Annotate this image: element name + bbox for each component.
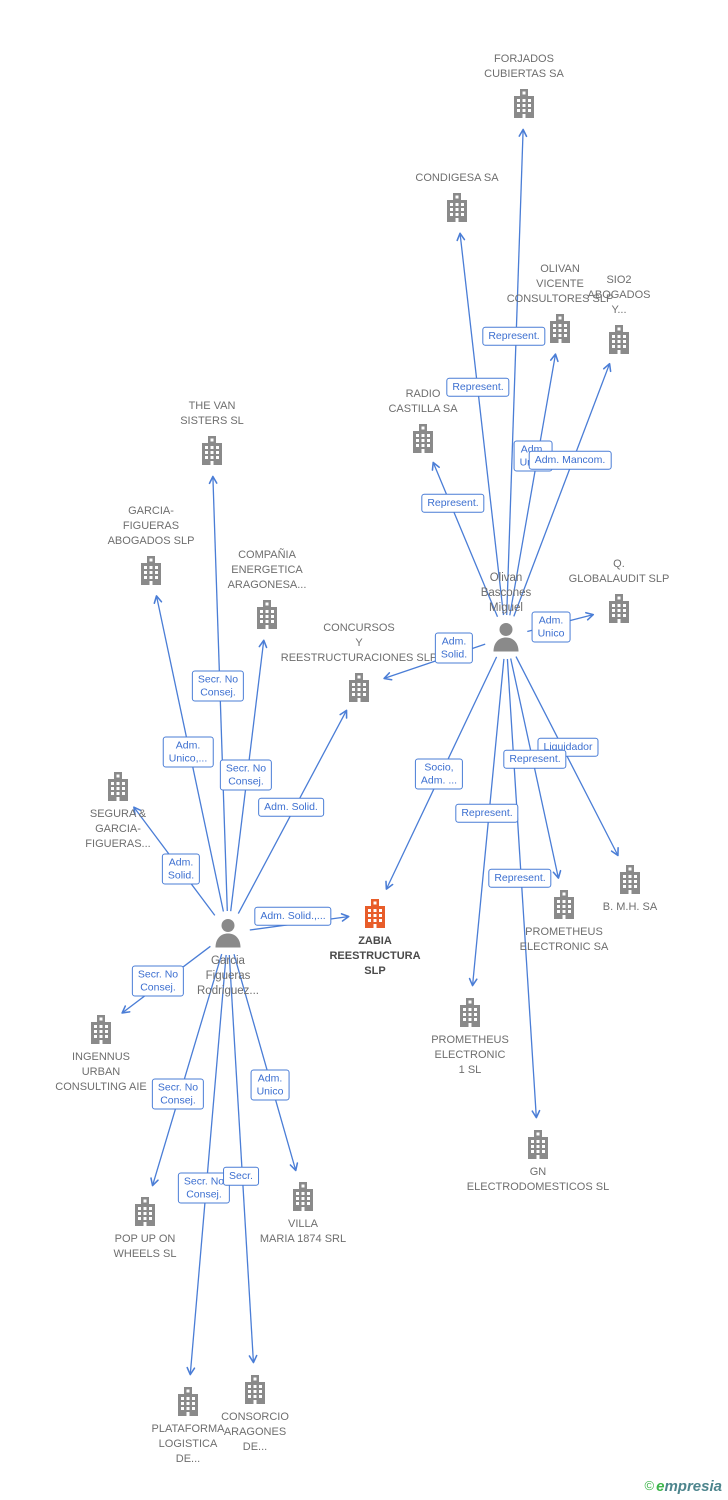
relationship-label: Adm. Solid.: [161, 853, 201, 885]
building-icon: [242, 1374, 268, 1404]
person-icon: [215, 918, 241, 948]
relationship-label: Adm. Mancom.: [528, 450, 612, 470]
person-icon: [493, 622, 519, 652]
node-label: Q. GLOBALAUDIT SLP: [568, 558, 670, 585]
relationship-arrow-olivan-bascones-miguel-to-radio-castilla-sa: [431, 461, 499, 617]
relationship-arrow-olivan-bascones-miguel-to-gn-electrodomesticos-sl: [506, 658, 541, 1119]
relationship-label: Adm. Solid.: [258, 797, 324, 817]
relationship-arrow-olivan-bascones-miguel-to-condigesa-sa: [456, 232, 505, 616]
node-label: PROMETHEUS ELECTRONIC SA: [519, 926, 609, 953]
node-label: SEGURA & GARCIA- FIGUERAS...: [85, 808, 151, 850]
building-icon: [88, 1014, 114, 1044]
relationship-label: Represent.: [488, 868, 552, 888]
node-label: SIO2 ABOGADOS Y...: [587, 274, 651, 316]
relationship-label: Represent.: [503, 749, 567, 769]
node-label: Garcia Figueras Rodriguez...: [196, 955, 260, 997]
node-label: POP UP ON WHEELS SL: [113, 1233, 177, 1260]
building-icon: [346, 672, 372, 702]
relationship-arrow-garcia-figueras-rodriguez-to-pop-up-on-wheels-sl: [150, 953, 223, 1187]
building-icon: [617, 864, 643, 894]
relationship-label: Represent.: [482, 326, 546, 346]
node-label: OLIVAN VICENTE CONSULTORES SLP: [506, 263, 614, 305]
relationship-label: Secr. No Consej.: [131, 965, 185, 997]
relationship-arrow-olivan-bascones-miguel-to-forjados-cubiertas-sa: [506, 128, 528, 616]
node-label: Olivan Bascones Miguel: [480, 572, 532, 614]
relationship-arrow-garcia-figueras-rodriguez-to-plataforma-logistica-de: [186, 954, 227, 1376]
building-icon: [444, 192, 470, 222]
node-label: THE VAN SISTERS SL: [180, 400, 244, 427]
building-icon: [199, 435, 225, 465]
relationship-label: Secr.: [223, 1166, 259, 1186]
node-label: COMPAÑIA ENERGETICA ARAGONESA...: [227, 549, 307, 591]
relationship-label: Secr. No Consej.: [177, 1172, 231, 1204]
building-icon: [138, 555, 164, 585]
building-icon: [410, 423, 436, 453]
node-label: B. M.H. SA: [602, 901, 658, 913]
relationship-label: Adm. Unico: [531, 611, 571, 643]
relationship-label: Adm. Unico: [250, 1069, 290, 1101]
relationship-arrow-olivan-bascones-miguel-to-olivan-vicente-consultores-slp: [509, 353, 559, 616]
relationship-arrow-olivan-bascones-miguel-to-sio2-abogados-y: [513, 362, 612, 617]
relationship-label: Adm. Solid.: [434, 632, 474, 664]
relationship-label: Secr. No Consej.: [151, 1078, 205, 1110]
node-label: VILLA MARIA 1874 SRL: [259, 1218, 347, 1245]
building-icon: [175, 1386, 201, 1416]
building-icon: [290, 1181, 316, 1211]
node-label: INGENNUS URBAN CONSULTING AIE: [55, 1051, 147, 1093]
node-label: FORJADOS CUBIERTAS SA: [484, 53, 564, 80]
building-icon: [254, 599, 280, 629]
relationship-arrow-garcia-figueras-rodriguez-to-villa-maria-1874-srl: [233, 954, 299, 1172]
node-label: PLATAFORMA LOGISTICA DE...: [151, 1423, 225, 1465]
brand-name: empresia: [656, 1478, 722, 1495]
relationship-label: Secr. No Consej.: [191, 670, 245, 702]
relationship-arrow-garcia-figueras-rodriguez-to-consorcio-aragones-de: [228, 954, 258, 1364]
empresia-logo[interactable]: ©empresia: [645, 1478, 722, 1495]
node-label: RADIO CASTILLA SA: [388, 388, 458, 415]
building-icon: [132, 1196, 158, 1226]
node-label: CONCURSOS Y REESTRUCTURACIONES SLP: [280, 622, 438, 664]
building-icon: [105, 771, 131, 801]
relationship-label: Represent.: [421, 493, 485, 513]
building-icon: [457, 997, 483, 1027]
relationship-label: Socio, Adm. ...: [414, 758, 464, 790]
building-icon: [525, 1129, 551, 1159]
node-label: ZABIA REESTRUCTURA SLP: [329, 935, 421, 977]
copyright-icon: ©: [644, 1478, 655, 1493]
building-icon: [362, 898, 388, 928]
building-icon: [606, 593, 632, 623]
building-icon: [547, 313, 573, 343]
node-label: CONSORCIO ARAGONES DE...: [221, 1411, 289, 1453]
node-label: GARCIA- FIGUERAS ABOGADOS SLP: [107, 505, 195, 547]
relationship-label: Adm. Solid.,...: [254, 906, 332, 926]
node-label: GN ELECTRODOMESTICOS SL: [466, 1166, 610, 1193]
building-icon: [551, 889, 577, 919]
relationship-label: Represent.: [455, 803, 519, 823]
node-label: PROMETHEUS ELECTRONIC 1 SL: [431, 1034, 509, 1076]
relationship-label: Represent.: [446, 377, 510, 397]
building-icon: [511, 88, 537, 118]
node-label: CONDIGESA SA: [415, 172, 499, 184]
relationship-label: Secr. No Consej.: [219, 759, 273, 791]
relationship-label: Adm. Unico,...: [162, 736, 214, 768]
building-icon: [606, 324, 632, 354]
